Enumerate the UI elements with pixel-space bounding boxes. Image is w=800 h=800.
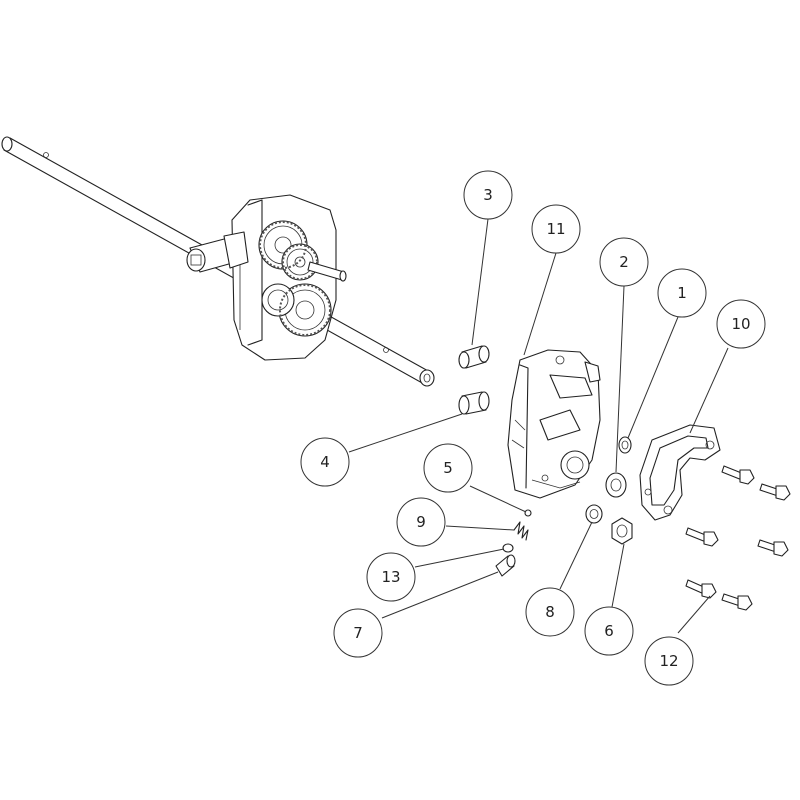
part-6-plug (611, 517, 633, 545)
part-7-screw (495, 554, 516, 577)
leader-10 (689, 347, 729, 434)
part-13-ring (502, 543, 514, 553)
leader-7 (381, 571, 499, 619)
callout-9-number: 9 (416, 513, 426, 531)
part-2-washer (605, 472, 627, 498)
part-10-bracket (639, 424, 721, 521)
callout-8-number: 8 (545, 603, 555, 621)
callout-3-number: 3 (483, 186, 493, 204)
callout-2-number: 2 (619, 253, 629, 271)
leader-4 (348, 413, 463, 453)
callout-9: 9 (396, 497, 446, 547)
callout-4-number: 4 (320, 453, 330, 471)
bolt-1 (721, 465, 755, 485)
callout-12: 12 (644, 636, 694, 686)
part-5-ball (524, 509, 532, 517)
leader-9 (445, 525, 515, 531)
bolt-5 (685, 579, 717, 599)
leader-8 (559, 521, 593, 590)
gearbox-assembly (186, 194, 347, 361)
callout-7-number: 7 (353, 624, 363, 642)
callout-5: 5 (423, 443, 473, 493)
part-8-washer (585, 504, 603, 524)
leader-11 (523, 252, 557, 356)
bolt-4 (757, 539, 789, 557)
callout-1: 1 (657, 268, 707, 318)
callout-8: 8 (525, 587, 575, 637)
part-12-bolts (685, 465, 791, 611)
leader-12 (677, 595, 711, 634)
callout-10: 10 (716, 299, 766, 349)
callout-4: 4 (300, 437, 350, 487)
callout-10-number: 10 (731, 315, 750, 333)
part-1-washer (618, 436, 632, 454)
leader-1 (627, 316, 679, 439)
bolt-2 (759, 483, 791, 501)
leader-13 (414, 548, 505, 568)
callout-1-number: 1 (677, 284, 687, 302)
callout-11-number: 11 (546, 220, 565, 238)
leader-5 (469, 485, 527, 513)
part-3-bushing (458, 345, 490, 369)
callout-2: 2 (599, 237, 649, 287)
callout-11: 11 (531, 204, 581, 254)
callout-5-number: 5 (443, 459, 453, 477)
callout-13-number: 13 (381, 568, 400, 586)
callout-6: 6 (584, 606, 634, 656)
callout-13: 13 (366, 552, 416, 602)
callout-6-number: 6 (604, 622, 614, 640)
callout-12-number: 12 (659, 652, 678, 670)
leader-6 (611, 543, 625, 608)
leader-2 (615, 285, 625, 473)
bolt-6 (721, 593, 753, 611)
part-11-housing-cover (507, 349, 601, 499)
leader-lines (348, 218, 729, 634)
part-9-spring (513, 521, 529, 541)
leader-3 (471, 218, 489, 346)
bolt-3 (685, 527, 719, 547)
part-4-bushing (458, 391, 490, 415)
callout-3: 3 (463, 170, 513, 220)
callout-7: 7 (333, 608, 383, 658)
